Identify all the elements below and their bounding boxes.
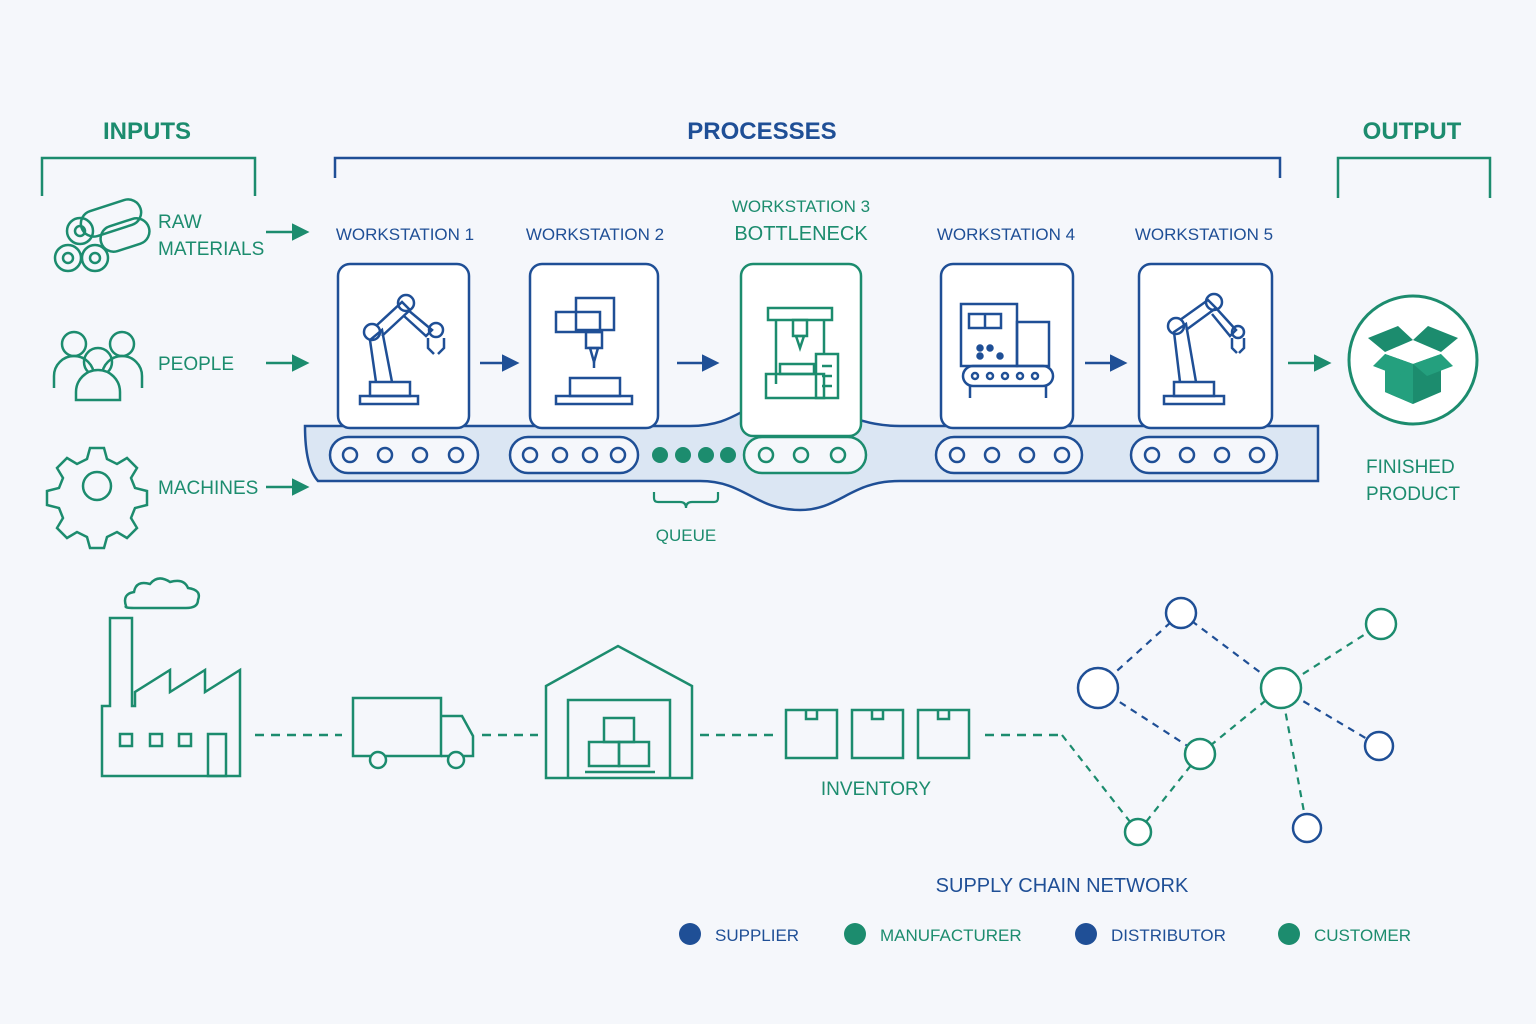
- packaging-machine-icon: [959, 302, 1055, 398]
- inventory-label: INVENTORY: [821, 779, 931, 800]
- warehouse-icon: [544, 644, 694, 780]
- legend-manufacturer-swatch: [844, 923, 866, 945]
- inputs-bracket: [40, 156, 257, 196]
- roller-group-3: [742, 435, 868, 475]
- finished-product-circle: [1347, 294, 1479, 426]
- inputs-heading: INPUTS: [103, 118, 191, 145]
- inventory-box-icon: [784, 708, 971, 760]
- output-bracket: [1336, 156, 1492, 198]
- roller-group-2: [508, 435, 640, 475]
- truck-icon: [351, 696, 475, 770]
- network-node: [1123, 817, 1153, 847]
- network-title: SUPPLY CHAIN NETWORK: [936, 875, 1189, 897]
- network-node: [1164, 596, 1198, 630]
- workstation-2-card: [528, 262, 660, 430]
- processes-bracket: [333, 156, 1282, 178]
- network-node: [1291, 812, 1323, 844]
- legend: SUPPLIER MANUFACTURER DISTRIBUTOR CUSTOM…: [679, 923, 1411, 945]
- network-icon: [1061, 596, 1398, 847]
- people-icon: [52, 330, 144, 402]
- queue-brace: [652, 492, 720, 509]
- legend-supplier-swatch: [679, 923, 701, 945]
- processes-heading: PROCESSES: [687, 118, 836, 145]
- cnc-machine-icon: [764, 306, 840, 400]
- queue-label: QUEUE: [656, 526, 716, 545]
- input-label-raw-materials: RAW MATERIALS: [158, 212, 264, 260]
- network-node: [1183, 737, 1217, 771]
- workstation-5-label: WORKSTATION 5: [1135, 225, 1273, 244]
- network-node: [1363, 730, 1395, 762]
- network-node: [1076, 666, 1120, 710]
- drill-press-icon: [554, 296, 634, 406]
- network-node: [1259, 666, 1303, 710]
- output-heading: OUTPUT: [1363, 118, 1462, 145]
- workstation-3-card: [739, 262, 863, 438]
- robot-arm-icon: [1162, 292, 1246, 406]
- logs-icon: [53, 198, 151, 273]
- network-node: [1364, 607, 1398, 641]
- gear-icon: [45, 446, 149, 550]
- legend-distributor-label: DISTRIBUTOR: [1111, 926, 1226, 945]
- bottleneck-label: BOTTLENECK: [734, 223, 868, 245]
- roller-group-4: [934, 435, 1084, 475]
- finished-product-label: FINISHED PRODUCT: [1366, 457, 1460, 505]
- workstation-1-label: WORKSTATION 1: [336, 225, 474, 244]
- legend-manufacturer-label: MANUFACTURER: [880, 926, 1022, 945]
- workstation-3-label: WORKSTATION 3: [732, 197, 870, 216]
- workstation-5-card: [1137, 262, 1274, 430]
- legend-customer-swatch: [1278, 923, 1300, 945]
- roller-group-5: [1129, 435, 1279, 475]
- roller-group-1: [328, 435, 480, 475]
- legend-distributor-swatch: [1075, 923, 1097, 945]
- input-label-people: PEOPLE: [158, 354, 234, 375]
- workstation-2-label: WORKSTATION 2: [526, 225, 664, 244]
- legend-supplier-label: SUPPLIER: [715, 926, 799, 945]
- factory-icon: [100, 577, 242, 778]
- workstation-4-label: WORKSTATION 4: [937, 225, 1075, 244]
- box-icon: [1368, 326, 1458, 404]
- input-label-machines: MACHINES: [158, 478, 258, 499]
- legend-customer-label: CUSTOMER: [1314, 926, 1411, 945]
- robot-arm-icon: [358, 293, 446, 406]
- queue-dots: [652, 447, 736, 463]
